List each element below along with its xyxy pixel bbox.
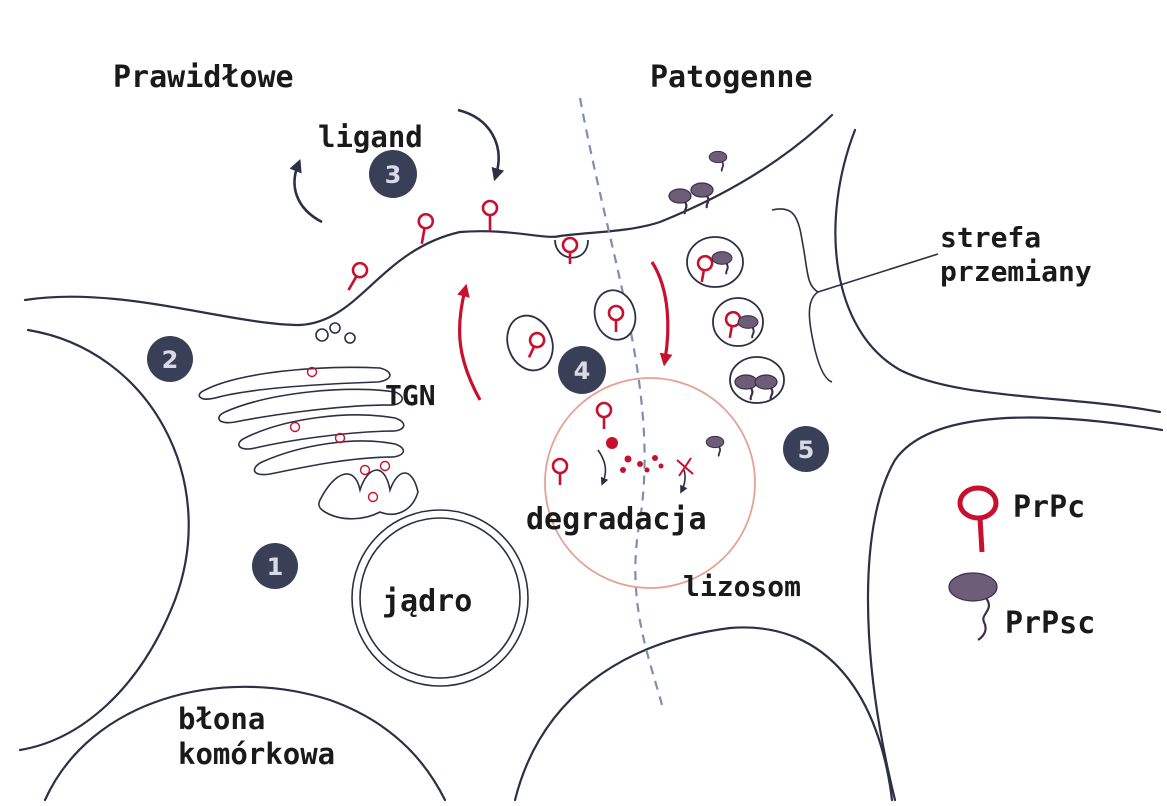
pathogenic-heading: Patogenne bbox=[650, 60, 813, 95]
exocytosis-arrow bbox=[460, 290, 480, 400]
legend-prpsc: PrPsc bbox=[949, 573, 1095, 641]
degraded-prpc-fragments bbox=[606, 437, 664, 473]
degradation-label: degradacja bbox=[526, 502, 707, 537]
left-cell-membrane bbox=[20, 330, 189, 750]
svg-text:1: 1 bbox=[267, 553, 284, 581]
step-1-badge: 1 bbox=[252, 543, 298, 589]
degradation-arrow bbox=[598, 450, 605, 482]
conversion-zone-label-line1: strefa bbox=[940, 221, 1041, 254]
bottom-center-cell-membrane bbox=[515, 627, 892, 800]
legend-prpsc-label: PrPsc bbox=[1005, 606, 1095, 641]
ligand-label: ligand bbox=[318, 120, 423, 154]
svg-text:5: 5 bbox=[798, 436, 815, 464]
step-2-badge: 2 bbox=[147, 336, 193, 382]
svg-text:4: 4 bbox=[574, 357, 591, 385]
conversion-zone-label-line2: przemiany bbox=[940, 255, 1092, 288]
endocytosis-arrow bbox=[652, 262, 668, 360]
legend-prpc-label: PrPc bbox=[1013, 490, 1085, 525]
normal-heading: Prawidłowe bbox=[113, 60, 294, 95]
blocked-degradation-arrow bbox=[682, 470, 685, 490]
prpc-protein bbox=[483, 201, 497, 231]
divider-dashed-line bbox=[580, 98, 662, 705]
tgn-label: TGN bbox=[385, 379, 436, 412]
ligand-binding-arrow bbox=[458, 110, 499, 175]
prpc-proteins bbox=[342, 201, 741, 485]
step-3-badge: 3 bbox=[369, 150, 417, 198]
svg-text:3: 3 bbox=[385, 161, 402, 189]
lysosome-label: lizosom bbox=[683, 570, 801, 603]
membrane-label-line1: błona bbox=[178, 702, 265, 736]
legend: PrPc PrPsc bbox=[949, 488, 1095, 641]
prpc-protein-icon bbox=[960, 488, 996, 552]
conversion-zone-bracket bbox=[772, 209, 938, 382]
prpc-protein bbox=[563, 238, 577, 264]
svg-text:2: 2 bbox=[162, 346, 179, 374]
legend-prpc: PrPc bbox=[960, 488, 1085, 552]
prpc-protein bbox=[597, 403, 611, 429]
prpsc-protein-icon bbox=[949, 573, 997, 640]
prpc-protein bbox=[553, 459, 567, 485]
membrane-label-line2: komórkowa bbox=[178, 737, 335, 771]
prpc-protein bbox=[342, 261, 369, 294]
prpsc-protein bbox=[706, 436, 724, 456]
ligand-release-arrow bbox=[295, 165, 322, 222]
prpsc-protein bbox=[709, 151, 727, 171]
cell-membranes bbox=[20, 115, 1162, 800]
lysosome bbox=[545, 378, 755, 588]
golgi-apparatus bbox=[199, 323, 418, 519]
prpc-protein bbox=[415, 213, 434, 245]
step-4-badge: 4 bbox=[558, 346, 606, 394]
nucleus-label: jądro bbox=[382, 584, 472, 619]
step-5-badge: 5 bbox=[783, 426, 829, 472]
